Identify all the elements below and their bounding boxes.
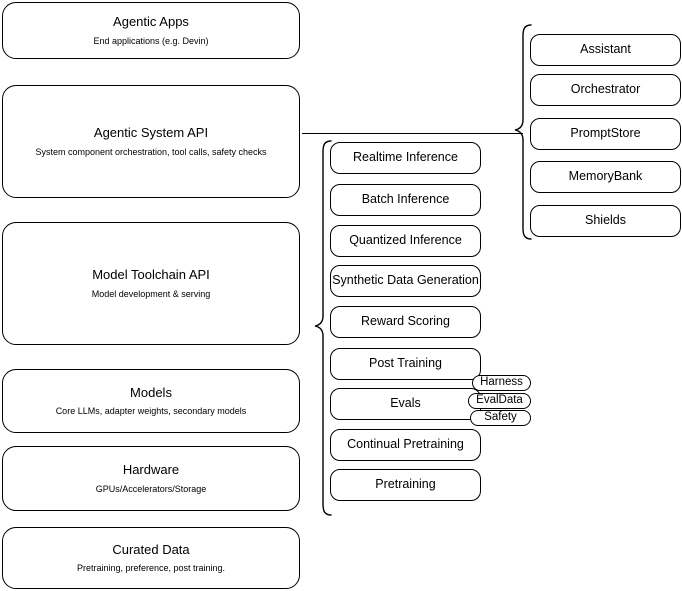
component-label: Reward Scoring xyxy=(361,314,450,329)
layer-title: Agentic System API xyxy=(93,125,209,141)
component-synthetic-data-generation[interactable]: Synthetic Data Generation xyxy=(330,265,481,297)
component-label: Synthetic Data Generation xyxy=(332,273,479,288)
layer-agentic-system-api[interactable]: Agentic System API System component orch… xyxy=(2,85,300,198)
component-batch-inference[interactable]: Batch Inference xyxy=(330,184,481,216)
layer-title: Model Toolchain API xyxy=(92,267,210,283)
badge-label: Harness xyxy=(480,376,523,389)
system-component-orchestrator[interactable]: Orchestrator xyxy=(530,74,681,106)
system-component-label: PromptStore xyxy=(570,126,641,141)
layer-subtitle: Pretraining, preference, post training. xyxy=(76,563,226,573)
layer-subtitle: System component orchestration, tool cal… xyxy=(35,146,267,157)
system-component-label: Shields xyxy=(585,213,626,228)
component-label: Pretraining xyxy=(375,477,436,492)
badge-label: EvalData xyxy=(476,394,523,407)
component-label: Continual Pretraining xyxy=(347,437,464,452)
component-reward-scoring[interactable]: Reward Scoring xyxy=(330,306,481,338)
layer-subtitle: Model development & serving xyxy=(91,288,211,299)
badge-safety[interactable]: Safety xyxy=(470,410,531,426)
middle-column-brace xyxy=(314,140,334,516)
layer-models[interactable]: Models Core LLMs, adapter weights, secon… xyxy=(2,369,300,433)
badge-evaldata[interactable]: EvalData xyxy=(468,393,531,409)
system-component-promptstore[interactable]: PromptStore xyxy=(530,118,681,150)
layer-curated-data[interactable]: Curated Data Pretraining, preference, po… xyxy=(2,527,300,589)
layer-subtitle: Core LLMs, adapter weights, secondary mo… xyxy=(55,406,247,416)
right-column-brace xyxy=(514,24,534,240)
layer-agentic-apps[interactable]: Agentic Apps End applications (e.g. Devi… xyxy=(2,2,300,59)
layer-model-toolchain-api[interactable]: Model Toolchain API Model development & … xyxy=(2,222,300,345)
layer-title: Models xyxy=(130,384,172,400)
layer-title: Curated Data xyxy=(112,541,190,557)
component-label: Quantized Inference xyxy=(349,233,462,248)
layer-title: Agentic Apps xyxy=(113,14,189,30)
component-label: Evals xyxy=(390,396,421,411)
component-label: Realtime Inference xyxy=(353,150,458,165)
component-quantized-inference[interactable]: Quantized Inference xyxy=(330,225,481,257)
system-component-label: MemoryBank xyxy=(568,169,643,184)
badge-harness[interactable]: Harness xyxy=(472,375,531,391)
component-pretraining[interactable]: Pretraining xyxy=(330,469,481,501)
badge-label: Safety xyxy=(484,411,517,424)
layer-subtitle: End applications (e.g. Devin) xyxy=(93,35,209,46)
system-component-label: Assistant xyxy=(580,42,631,57)
component-label: Post Training xyxy=(369,356,442,371)
layer-hardware[interactable]: Hardware GPUs/Accelerators/Storage xyxy=(2,446,300,511)
layer-title: Hardware xyxy=(122,462,180,478)
system-component-memorybank[interactable]: MemoryBank xyxy=(530,161,681,193)
component-evals[interactable]: Evals xyxy=(330,388,481,420)
component-realtime-inference[interactable]: Realtime Inference xyxy=(330,142,481,174)
component-label: Batch Inference xyxy=(361,192,450,207)
layer-subtitle: GPUs/Accelerators/Storage xyxy=(95,483,207,494)
system-component-shields[interactable]: Shields xyxy=(530,205,681,237)
system-component-label: Orchestrator xyxy=(570,82,641,97)
connector-line-system-api-to-components xyxy=(302,133,523,134)
component-continual-pretraining[interactable]: Continual Pretraining xyxy=(330,429,481,461)
system-component-assistant[interactable]: Assistant xyxy=(530,34,681,66)
component-post-training[interactable]: Post Training xyxy=(330,348,481,380)
